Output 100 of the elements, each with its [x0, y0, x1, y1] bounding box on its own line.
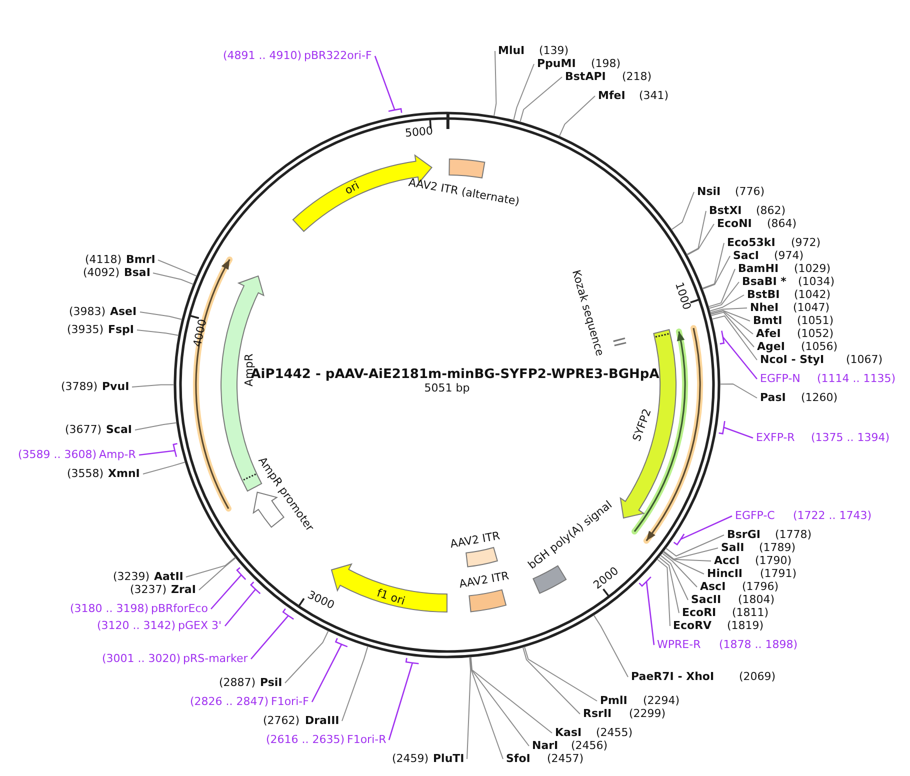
leader-line: [558, 96, 596, 137]
enzyme-name: AscI: [700, 580, 726, 594]
leader-line: [660, 554, 688, 600]
primer-name: pRS-marker: [183, 652, 248, 666]
leader-line: [710, 308, 748, 314]
leader-line: [134, 422, 178, 430]
leader-line: [593, 614, 628, 678]
cut-site-position: (198): [591, 57, 621, 71]
cut-site-position: (3239): [113, 570, 150, 584]
feature-label: AAV2 ITR: [449, 529, 501, 551]
leader-line: [671, 192, 694, 230]
cut-site-position: (2457): [547, 752, 584, 766]
cut-site-position: (4092): [83, 266, 120, 280]
scale-label: 3000: [306, 588, 336, 612]
enzyme-name: AseI: [110, 305, 137, 319]
leader-line: [470, 656, 530, 746]
cut-site-position: (3677): [65, 423, 102, 437]
cut-site-position: (3935): [67, 323, 104, 337]
enzyme-name: NarI: [532, 739, 558, 753]
leader-line: [138, 442, 178, 458]
cut-site-position: (2456): [571, 739, 608, 753]
cut-site-position: (1067): [846, 353, 883, 367]
enzyme-name: RsrII: [583, 707, 612, 721]
enzyme-name: MfeI: [598, 89, 626, 103]
primer-name: pBR322ori-F: [304, 49, 372, 63]
leader-line: [158, 260, 198, 277]
primer-name: EGFP-N: [760, 372, 800, 386]
primer-name: EXFP-R: [756, 431, 795, 445]
leader-line: [524, 646, 598, 702]
enzyme-name: ZraI: [171, 583, 196, 597]
leader-line: [662, 552, 698, 588]
feature-label: AAV2 ITR: [458, 569, 510, 591]
leader-line: [686, 210, 706, 255]
leader-line: [224, 581, 261, 627]
cut-site-position: (1804): [738, 593, 775, 607]
leader-line: [136, 330, 179, 336]
cut-site-position: (1052): [797, 327, 834, 341]
enzyme-name: BsaBI *: [742, 275, 786, 289]
enzyme-name: EcoRV: [673, 619, 712, 633]
leader-line: [658, 556, 680, 614]
enzyme-name: PaeR7I - XhoI: [631, 670, 714, 684]
leader-line: [284, 630, 329, 684]
cut-site-position: (1790): [755, 554, 792, 568]
enzyme-name: AgeI: [757, 340, 785, 354]
leader-line: [374, 55, 402, 114]
leader-line: [710, 312, 754, 348]
primer-name: Amp-R: [99, 448, 136, 462]
enzyme-name: NcoI - StyI: [760, 353, 824, 367]
leader-line: [470, 656, 552, 734]
leader-line: [466, 656, 472, 760]
leader-line: [708, 282, 740, 309]
cut-site-position: (776): [735, 185, 765, 199]
cut-site-position: (1796): [742, 580, 779, 594]
primer-range: (1375 .. 1394): [811, 431, 890, 445]
cut-site-position: (864): [767, 217, 797, 231]
enzyme-name: BstAPI: [565, 70, 606, 84]
leader-line: [311, 638, 348, 703]
leader-line: [673, 515, 733, 546]
leader-line: [513, 64, 534, 121]
leader-line: [638, 576, 655, 646]
enzyme-name: PmlI: [600, 694, 628, 708]
cut-site-position: (341): [639, 89, 669, 103]
cut-site-position: (1056): [801, 340, 838, 354]
primer-range: (2826 .. 2847): [190, 695, 269, 709]
cut-site-position: (1051): [797, 314, 834, 328]
leader-line: [663, 548, 718, 560]
enzyme-name: SacII: [691, 593, 722, 607]
cut-site-position: (972): [791, 236, 821, 250]
cut-site-position: (862): [756, 204, 786, 218]
cut-site-position: (4118): [85, 253, 122, 267]
enzyme-name: EcoNI: [717, 217, 752, 231]
leader-line: [342, 646, 368, 722]
enzyme-name: PasI: [760, 391, 786, 405]
leader-line: [720, 384, 758, 398]
primer-range: (3120 .. 3142): [97, 619, 176, 633]
leader-line: [186, 556, 236, 578]
enzyme-name: DraIII: [305, 714, 340, 728]
leader-line: [388, 657, 420, 741]
cut-site-position: (3789): [61, 380, 98, 394]
cut-site-position: (1047): [793, 301, 830, 315]
enzyme-name: SfoI: [506, 752, 530, 766]
cut-site-position: (2455): [596, 726, 633, 740]
enzyme-name: KasI: [555, 726, 582, 740]
feature-label: f1 ori: [375, 586, 407, 608]
enzyme-name: Eco53kI: [727, 236, 776, 250]
cut-site-position: (218): [622, 70, 652, 84]
leader-line: [520, 76, 562, 122]
primer-name: pBRforEco: [151, 602, 208, 616]
primer-name: WPRE-R: [657, 638, 701, 652]
primer-range: (1114 .. 1135): [817, 372, 896, 386]
enzyme-name: BstBI: [747, 288, 780, 302]
enzyme-name: BmtI: [753, 314, 782, 328]
leader-line: [140, 312, 182, 320]
enzyme-name: XmnI: [108, 467, 140, 481]
enzyme-name: AatII: [154, 570, 184, 584]
primer-name: F1ori-F: [271, 695, 309, 709]
leader-line: [470, 656, 504, 760]
leader-line: [710, 310, 750, 322]
cut-site-position: (1778): [775, 528, 812, 542]
plasmid-length: 5051 bp: [424, 382, 470, 394]
